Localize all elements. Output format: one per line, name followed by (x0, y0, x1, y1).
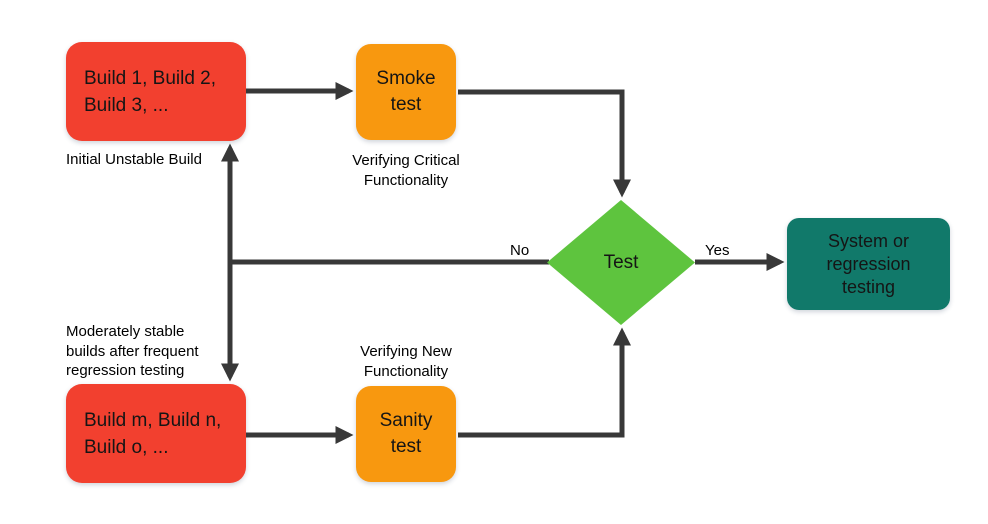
caption-verifying-new-functionality: Verifying New Functionality (360, 343, 452, 380)
node-initial-builds: Build 1, Build 2, Build 3, ... (66, 42, 246, 141)
node-system-regression-testing: System or regression testing (787, 218, 950, 310)
node-sanity-test-label: Sanity test (379, 410, 433, 457)
edge-label-no: No (510, 242, 530, 259)
node-smoke-test: Smoke test (356, 44, 456, 140)
node-system-regression-testing-label: System or regression testing (826, 230, 911, 297)
node-sanity-test: Sanity test (356, 386, 456, 482)
caption-initial-unstable-build: Initial Unstable Build (66, 151, 202, 168)
caption-verifying-critical-functionality: Verifying Critical Functionality (352, 152, 460, 189)
caption-moderately-stable-builds: Moderately stable builds after frequent … (66, 323, 199, 379)
node-stable-builds: Build m, Build n, Build o, ... (66, 384, 246, 483)
node-initial-builds-label: Build 1, Build 2, Build 3, ... (84, 67, 217, 116)
decision-test-label: Test (603, 251, 639, 273)
decision-test: Test (547, 200, 695, 325)
edge-label-yes: Yes (705, 242, 730, 259)
node-stable-builds-label: Build m, Build n, Build o, ... (84, 409, 222, 458)
node-smoke-test-label: Smoke test (376, 68, 436, 115)
